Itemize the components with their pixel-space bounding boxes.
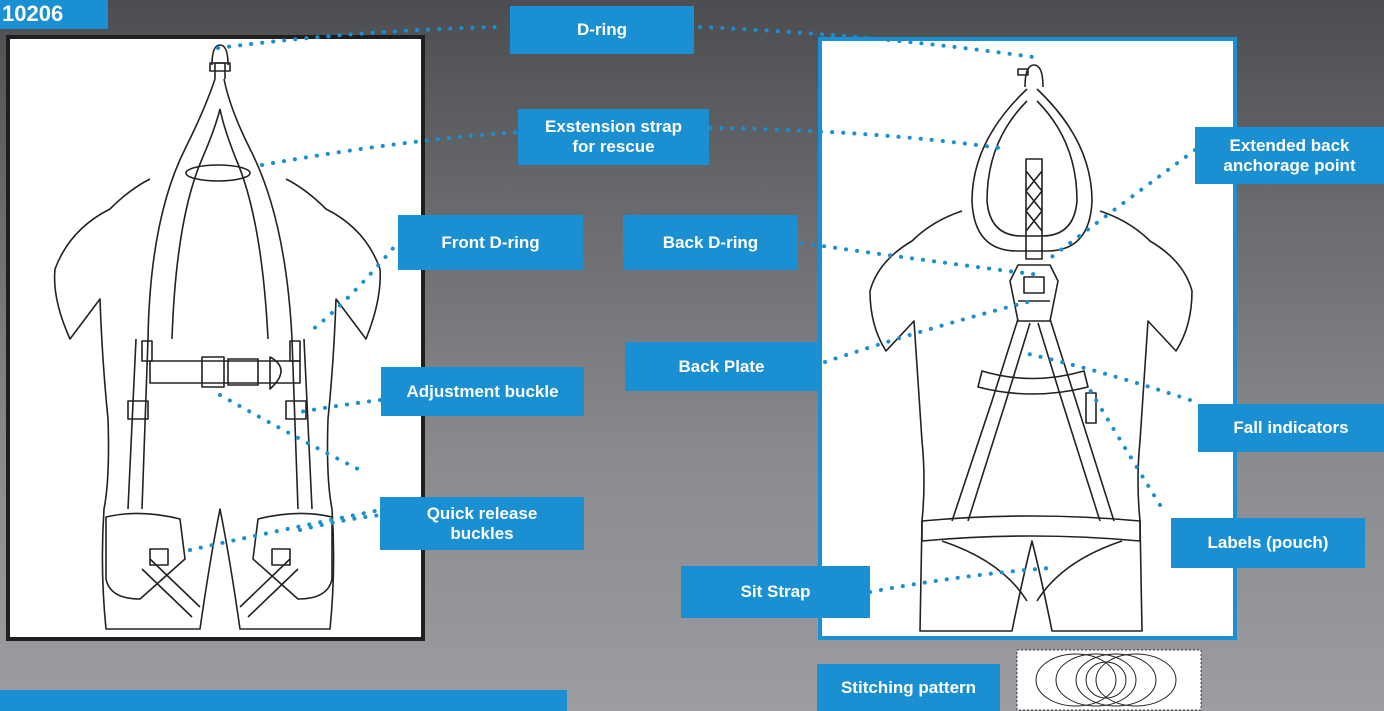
product-code-badge: 10206 <box>0 0 108 29</box>
label-quick-release-buckles: Quick release buckles <box>380 497 584 550</box>
label-front-d-ring: Front D-ring <box>398 215 583 270</box>
label-stitching-pattern: Stitching pattern <box>817 664 1000 711</box>
label-labels-pouch: Labels (pouch) <box>1171 518 1365 568</box>
label-sit-strap: Sit Strap <box>681 566 870 618</box>
label-extended-back-anchorage: Extended back anchorage point <box>1195 127 1384 184</box>
label-back-plate: Back Plate <box>625 342 818 391</box>
back-harness-illustration <box>869 64 1193 632</box>
front-harness-illustration <box>53 44 382 630</box>
label-fall-indicators: Fall indicators <box>1198 404 1384 452</box>
footer-bar <box>0 690 567 711</box>
product-code: 10206 <box>2 1 64 26</box>
label-back-d-ring: Back D-ring <box>623 215 798 270</box>
label-extension-strap: Exstension strap for rescue <box>518 109 709 165</box>
stitching-pattern-swatch <box>1016 649 1202 711</box>
front-view-panel <box>6 35 425 641</box>
label-d-ring: D-ring <box>510 6 694 54</box>
label-adjustment-buckle: Adjustment buckle <box>381 367 584 416</box>
